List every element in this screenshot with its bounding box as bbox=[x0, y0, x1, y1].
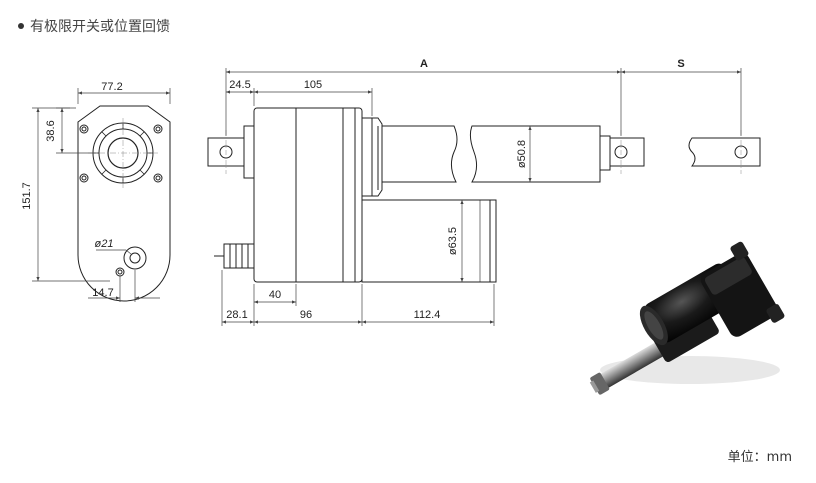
dim-28-1: 28.1 bbox=[226, 309, 247, 321]
dim-phi21: ø21 bbox=[95, 238, 114, 250]
bullet-icon bbox=[18, 23, 24, 29]
dim-S: S bbox=[677, 58, 684, 70]
dim-38-6: 38.6 bbox=[45, 120, 57, 141]
dim-phi50-8: ø50.8 bbox=[516, 140, 528, 168]
dim-phi63-5: ø63.5 bbox=[447, 227, 459, 255]
dim-14-7: 14.7 bbox=[92, 287, 113, 299]
dim-24-5: 24.5 bbox=[229, 79, 250, 91]
dim-96: 96 bbox=[300, 309, 312, 321]
actuator-front-view bbox=[207, 107, 761, 283]
dim-112-4: 112.4 bbox=[414, 309, 441, 321]
dim-77-2: 77.2 bbox=[101, 81, 122, 93]
unit-label: 单位：mm bbox=[727, 450, 792, 465]
dim-105: 105 bbox=[304, 79, 322, 91]
dim-151-7: 151.7 bbox=[21, 182, 33, 210]
end-view bbox=[77, 105, 171, 302]
dim-40: 40 bbox=[269, 289, 281, 301]
heading-text: 有极限开关或位置回馈 bbox=[30, 19, 170, 35]
page-heading: 有极限开关或位置回馈 bbox=[18, 16, 170, 36]
dim-A: A bbox=[420, 58, 428, 70]
end-view-dimensions bbox=[32, 88, 171, 302]
product-image bbox=[589, 241, 785, 395]
front-view-dimensions bbox=[221, 68, 742, 326]
